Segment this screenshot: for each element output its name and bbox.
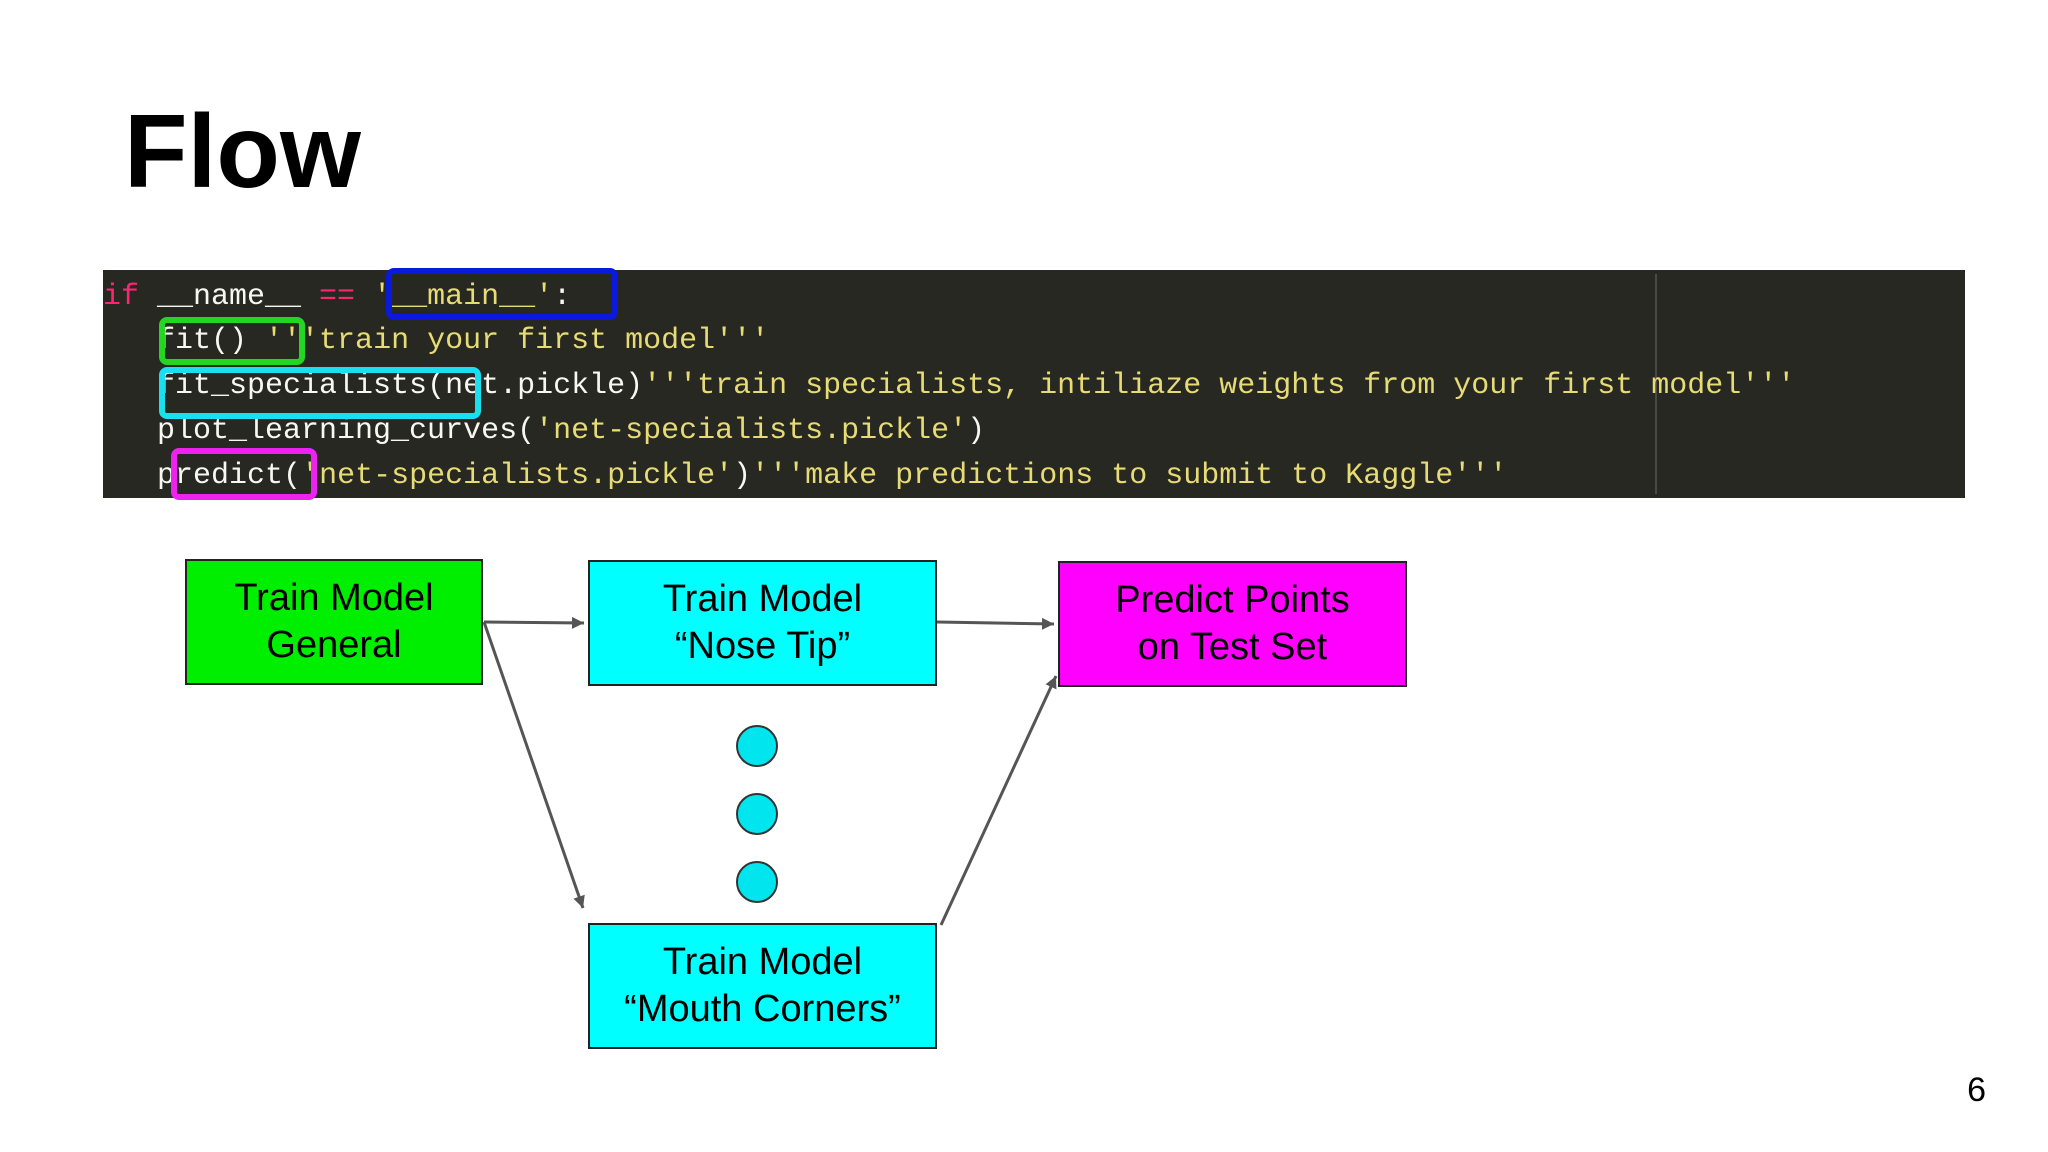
ellipsis-dot bbox=[736, 861, 778, 903]
train-nose-tip-box: Train Model “Nose Tip” bbox=[588, 560, 937, 686]
arrow-general-to-nose bbox=[483, 616, 585, 629]
code-line-plot-learning-curves: plot_learning_curves('net-specialists.pi… bbox=[157, 414, 986, 448]
predict-docstring: '''make predictions to submit to Kaggle'… bbox=[751, 459, 1508, 493]
highlight-fit-specialists-box bbox=[159, 367, 481, 419]
train-general-box: Train Model General bbox=[185, 559, 483, 685]
main-string: '__main__' bbox=[373, 280, 554, 314]
predict-points-line2: on Test Set bbox=[1137, 626, 1328, 668]
train-general-line1: Train Model bbox=[234, 576, 434, 619]
equality-operator: == bbox=[319, 280, 356, 314]
train-nose-line2: “Nose Tip” bbox=[674, 625, 851, 667]
highlight-main-box bbox=[386, 268, 618, 320]
arrow-nose-to-predict bbox=[936, 617, 1055, 630]
code-line-fit: fit() '''train your first model''' bbox=[103, 321, 769, 361]
fit-call: fit() bbox=[157, 324, 248, 358]
page-number: 6 bbox=[1967, 1071, 1986, 1109]
code-panel: if __name__ == '__main__': fit() '''trai… bbox=[103, 270, 1965, 498]
train-general-line2: General bbox=[266, 624, 402, 666]
highlight-fit-box bbox=[159, 317, 305, 365]
predict-call: predict bbox=[157, 459, 284, 493]
keyword-if: if bbox=[103, 280, 140, 314]
train-nose-line1: Train Model bbox=[662, 577, 863, 620]
ellipsis-dot bbox=[736, 725, 778, 767]
predict-points-box: Predict Points on Test Set bbox=[1058, 561, 1407, 687]
highlight-predict-box bbox=[171, 448, 317, 500]
train-mouth-corners-box: Train Model “Mouth Corners” bbox=[588, 923, 937, 1049]
code-line-predict: predict('net-specialists.pickle')'''make… bbox=[157, 459, 1508, 493]
train-mouth-line1: Train Model bbox=[662, 940, 863, 983]
fit-docstring: '''train your first model''' bbox=[265, 324, 770, 358]
code-line-fit-specialists: fit_specialists(net.pickle)'''train spec… bbox=[157, 369, 1796, 403]
arrow-general-to-mouth bbox=[482, 621, 585, 909]
ellipsis-dot bbox=[736, 793, 778, 835]
arrow-mouth-to-predict bbox=[939, 675, 1058, 926]
plot-learning-curves-call: plot_learning_curves( bbox=[157, 414, 536, 448]
slide-title: Flow bbox=[124, 94, 361, 210]
fit-specialists-docstring: '''train specialists, intiliaze weights … bbox=[643, 369, 1796, 403]
train-mouth-line2: “Mouth Corners” bbox=[624, 988, 901, 1030]
fit-specialists-call: fit_specialists bbox=[157, 369, 428, 403]
code-column-divider bbox=[1655, 274, 1657, 494]
code-line-main-guard: if __name__ == '__main__': bbox=[103, 280, 572, 314]
predict-points-line1: Predict Points bbox=[1115, 578, 1350, 621]
